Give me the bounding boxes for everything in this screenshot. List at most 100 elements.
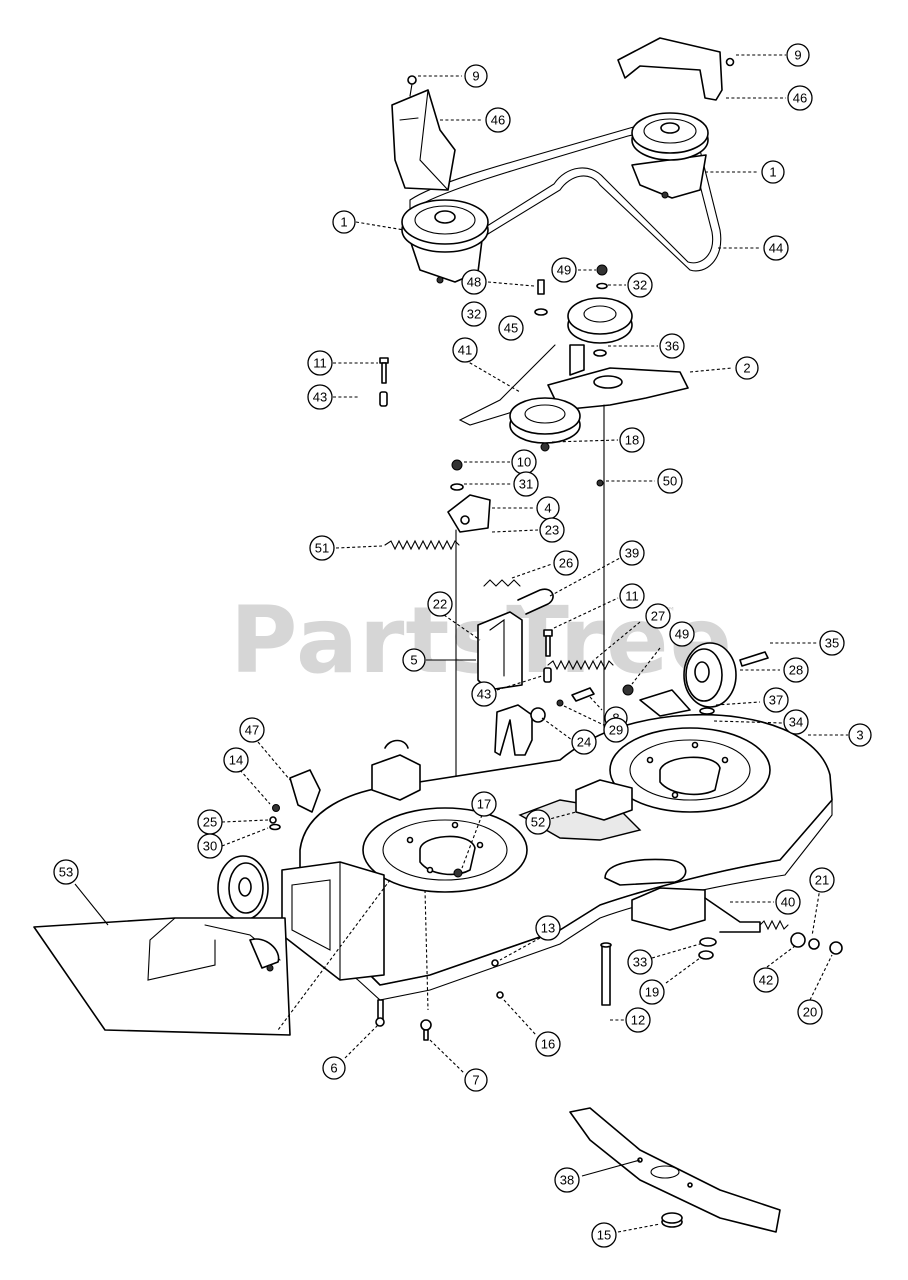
svg-text:52: 52 [531,815,545,830]
callout-49-mid: 49 [669,621,695,647]
svg-text:22: 22 [433,597,447,612]
callout-37: 37 [763,687,789,713]
spindle-pulley-right [631,112,709,199]
callout-25: 25 [197,809,223,835]
hardware-48 [534,279,548,316]
svg-text:5: 5 [410,653,417,668]
svg-text:36: 36 [665,339,679,354]
pivot-block [575,779,633,821]
svg-text:16: 16 [541,1037,555,1052]
callout-43-top: 43 [307,384,333,410]
callout-2: 2 [735,356,759,380]
idler-arm-tab [569,344,585,376]
svg-text:21: 21 [815,873,829,888]
nut-14 [272,804,280,812]
callout-33: 33 [627,949,653,975]
bolt-6 [375,999,385,1027]
svg-text:26: 26 [559,556,573,571]
callout-21: 21 [809,867,835,893]
callout-18: 18 [619,427,645,453]
nut-19 [698,950,714,960]
chute-deflector-53 [33,917,291,1036]
callout-17: 17 [471,791,497,817]
washer-25 [269,816,277,824]
svg-text:4: 4 [544,501,551,516]
callout-22: 22 [427,591,453,617]
callout-29: 29 [603,717,629,743]
idler-bracket-assembly [379,344,689,841]
svg-text:35: 35 [825,636,839,651]
callout-10: 10 [511,449,537,475]
callout-28: 28 [783,657,809,683]
callout-5: 5 [402,648,426,672]
callout-42: 42 [753,967,779,993]
deck-housing [281,713,843,1041]
svg-text:14: 14 [229,753,243,768]
callout-26: 26 [553,550,579,576]
spacer-43-top [379,391,388,407]
svg-text:50: 50 [663,474,677,489]
callout-1-right: 1 [761,160,785,184]
svg-text:9: 9 [794,48,801,63]
svg-text:12: 12 [631,1013,645,1028]
svg-text:49: 49 [557,263,571,278]
washer-30 [269,823,281,831]
callout-36: 36 [659,333,685,359]
svg-text:19: 19 [645,985,659,1000]
callout-9-left: 9 [464,64,488,88]
callout-24: 24 [571,729,597,755]
pulley-lower [509,397,581,452]
svg-text:10: 10 [517,455,531,470]
callout-9-right: 9 [786,43,810,67]
callout-35: 35 [819,630,845,656]
callout-50: 50 [657,468,683,494]
bolt-11-mid [543,629,553,657]
callout-31: 31 [513,471,539,497]
idler-pulley-45 [567,297,633,357]
svg-text:11: 11 [313,356,327,371]
deck-skirt [299,798,833,1001]
callout-labels: 9 9 46 46 1 1 44 48 49 32 32 45 36 11 41… [53,43,872,1248]
upper-belt-assembly [391,37,735,357]
svg-text:15: 15 [597,1228,611,1243]
svg-text:41: 41 [458,343,472,358]
svg-text:24: 24 [577,735,591,750]
callout-30: 30 [197,833,223,859]
callout-23: 23 [539,517,565,543]
spring-27 [547,659,614,671]
svg-text:45: 45 [504,321,518,336]
leader-lines [74,54,848,1233]
svg-text:42: 42 [759,973,773,988]
callout-1-left: 1 [332,210,356,234]
callout-20: 20 [797,999,823,1025]
callout-46-right: 46 [787,85,813,111]
callout-45: 45 [498,315,524,341]
callout-39: 39 [619,540,645,566]
washer-33 [699,937,717,947]
svg-text:9: 9 [472,69,479,84]
bolt-8 [571,687,595,702]
callout-38: 38 [554,1167,580,1193]
bolt-11-top [379,357,389,384]
svg-text:46: 46 [491,113,505,128]
svg-text:32: 32 [633,278,647,293]
callout-47: 47 [239,717,265,743]
svg-text:20: 20 [803,1005,817,1020]
deck-mount-left [371,754,421,801]
svg-text:23: 23 [545,523,559,538]
callout-4: 4 [536,496,560,520]
svg-text:1: 1 [340,215,347,230]
callout-34: 34 [783,709,809,735]
belt-cover-left [391,89,456,191]
svg-text:27: 27 [651,609,665,624]
svg-text:6: 6 [330,1061,337,1076]
spacer-43-mid [543,667,552,683]
callout-11-top: 11 [307,350,333,376]
svg-text:28: 28 [789,663,803,678]
svg-text:51: 51 [315,541,329,556]
svg-text:3: 3 [856,728,863,743]
nut-50 [596,479,604,487]
svg-text:30: 30 [203,839,217,854]
svg-text:48: 48 [467,275,481,290]
callout-51: 51 [309,535,335,561]
